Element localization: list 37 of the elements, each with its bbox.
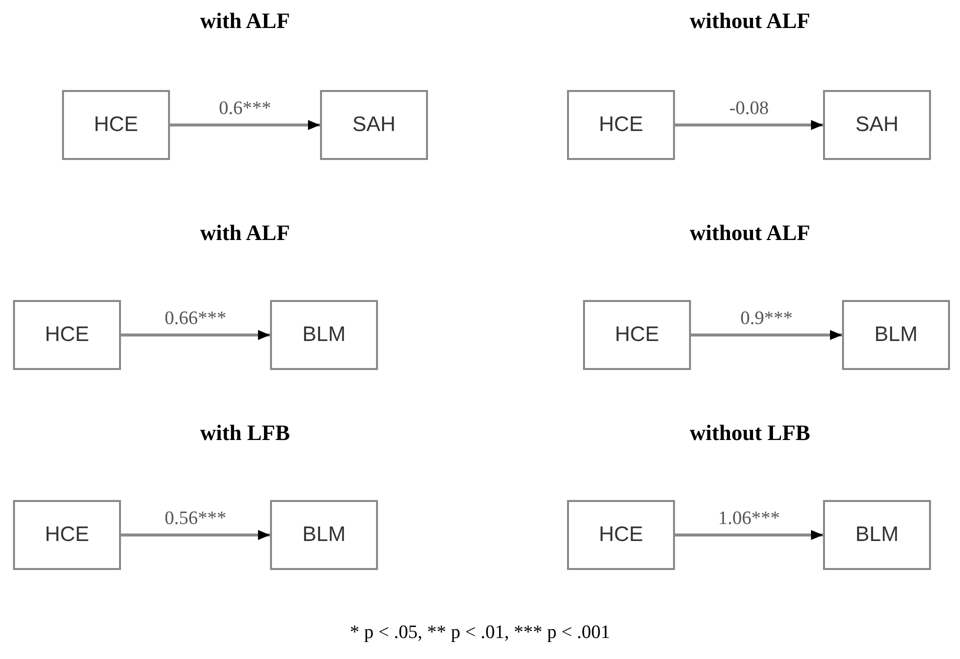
variable-name: HCE xyxy=(614,323,660,347)
variable-box xyxy=(13,300,121,370)
footnote: * p < .05, ** p < .01, *** p < .001 xyxy=(350,622,610,644)
arrow xyxy=(121,330,270,340)
panel-title: without LFB xyxy=(690,420,810,446)
panel-title: with ALF xyxy=(200,8,290,34)
variable-box xyxy=(567,500,675,570)
variable-name: HCE xyxy=(94,113,138,137)
variable-name: SAH xyxy=(855,113,899,137)
variable-box xyxy=(62,90,170,160)
panel-title: with ALF xyxy=(200,220,290,246)
variable-name: HCE xyxy=(44,523,90,547)
arrow xyxy=(675,530,823,540)
arrow xyxy=(121,530,270,540)
variable-box xyxy=(823,500,931,570)
variable-box xyxy=(320,90,428,160)
arrow xyxy=(170,120,320,130)
variable-name: HCE xyxy=(44,323,90,347)
variable-name: BLM xyxy=(855,523,899,547)
variable-box xyxy=(842,300,950,370)
variable-box xyxy=(567,90,675,160)
variable-name: SAH xyxy=(352,113,396,137)
variable-name: HCE xyxy=(598,523,644,547)
variable-name: HCE xyxy=(598,113,644,137)
panel-title: without ALF xyxy=(690,220,810,246)
variable-box xyxy=(270,300,378,370)
arrow xyxy=(691,330,842,340)
variable-box xyxy=(270,500,378,570)
panel-title: with LFB xyxy=(200,420,290,446)
variable-name: BLM xyxy=(302,523,346,547)
panel-title: without ALF xyxy=(690,8,810,34)
variable-name: BLM xyxy=(874,323,918,347)
arrow xyxy=(675,120,823,130)
variable-box xyxy=(583,300,691,370)
variable-box xyxy=(823,90,931,160)
variable-box xyxy=(13,500,121,570)
variable-name: BLM xyxy=(302,323,346,347)
